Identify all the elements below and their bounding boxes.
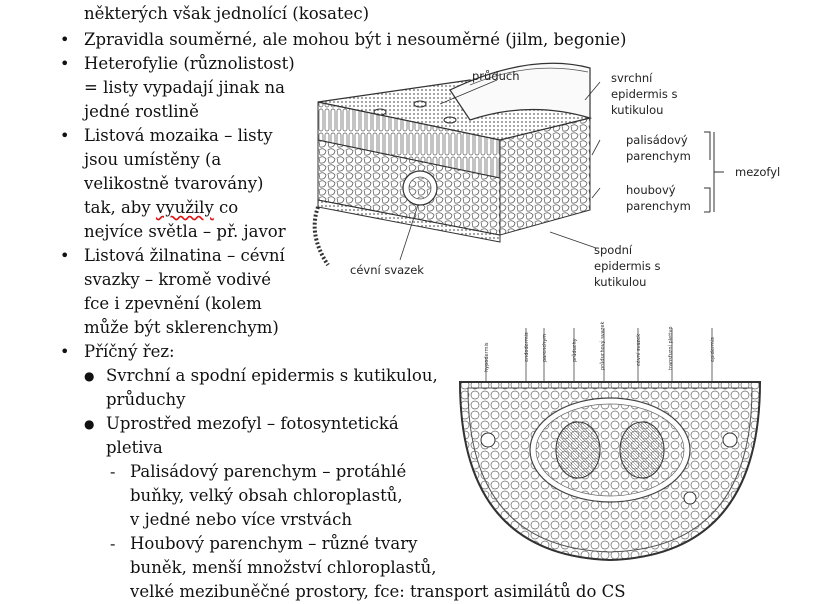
label-lower-epidermis-2: epidermis s <box>594 259 661 273</box>
bullet: • <box>60 126 70 145</box>
text-line-continued: některých však jednolící (kosatec) <box>84 4 370 23</box>
bullet-heterophylly-l3: jedné rostlině <box>84 102 199 121</box>
bullet-symmetry: Zpravidla souměrné, ale mohou být i neso… <box>84 30 627 49</box>
vascular-bundle-left <box>555 421 601 479</box>
bullet: • <box>60 30 70 49</box>
stoma-icon <box>443 116 457 124</box>
dash-palisade-l2: buňky, velký obsah chloroplastů, <box>130 486 403 505</box>
text-run: tak, aby <box>84 198 156 217</box>
bullet-mosaic-l3: velikostně tvarovány) <box>84 174 264 193</box>
spellcheck-word: využily <box>155 198 214 217</box>
dash-spongy-l1: Houbový parenchym – různé tvary <box>130 534 418 553</box>
sub-bullet: ● <box>84 369 95 383</box>
dash-palisade-l3: v jedné nebo více vrstvách <box>130 510 352 529</box>
resin-duct <box>480 432 496 448</box>
label-palisade-1: palisádový <box>626 133 688 147</box>
label-mesophyll: mezofyl <box>735 165 781 179</box>
needle-cross-section <box>458 328 762 562</box>
dash-spongy-l3: velké mezibuněčné prostory, fce: transpo… <box>130 582 626 601</box>
leaf-block-diagram <box>312 62 601 267</box>
bullet-venation-l1: Listová žilnatina – cévní <box>84 246 285 265</box>
sub-bullet: ● <box>84 417 95 431</box>
bullet-venation-l3: fce i zpevnění (kolem <box>84 294 262 313</box>
mesophyll-bracket <box>704 131 724 213</box>
stoma-icon <box>413 100 427 108</box>
dash-bullet: - <box>110 534 116 553</box>
bullet-mosaic-l1: Listová mozaika – listy <box>84 126 273 145</box>
bullet-mosaic-l5: nejvíce světla – př. javor <box>84 222 286 241</box>
lower-edge <box>312 206 330 267</box>
bullet-heterophylly-l1: Heterofylie (různolistost) <box>84 54 295 73</box>
bullet-heterophylly-l2: = listy vypadají jinak na <box>84 78 285 97</box>
label-lower-epidermis-1: spodní <box>594 243 633 257</box>
vascular-bundle-right <box>619 421 665 479</box>
label-vascular-bundle: cévní svazek <box>350 263 424 277</box>
label-lower-epidermis-3: kutikulou <box>594 275 647 289</box>
label-spongy-1: houbový <box>626 183 676 197</box>
dash-bullet: - <box>110 462 116 481</box>
label-upper-epidermis-1: svrchní <box>611 71 653 85</box>
bullet-venation-l4: může být sklerenchym) <box>84 318 279 337</box>
sub-mesophyll-l1: Uprostřed mezofyl – fotosyntetická <box>106 414 399 433</box>
sub-epidermis-l1: Svrchní a spodní epidermis s kutikulou, <box>106 366 438 385</box>
bullet: • <box>60 342 70 361</box>
cuticle-flap <box>449 62 591 121</box>
label-upper-epidermis-2: epidermis s <box>611 87 678 101</box>
label-palisade-2: parenchym <box>626 149 691 163</box>
label-upper-epidermis-3: kutikulou <box>611 103 664 117</box>
bullet-mosaic-l2: jsou umístěny (a <box>84 150 222 169</box>
lower-epidermis <box>317 199 501 243</box>
bullet-venation-l2: svazky – kromě vodivé <box>84 270 272 289</box>
dash-palisade-l1: Palisádový parenchym – protáhlé <box>130 462 407 481</box>
bullet: • <box>60 54 70 73</box>
dash-spongy-l2: buněk, menší množství chloroplastů, <box>130 558 437 577</box>
label-stoma: průduch <box>472 69 520 83</box>
resin-duct <box>722 432 738 448</box>
bullet-mosaic-l4: tak, aby využily co <box>84 196 238 220</box>
resin-duct <box>683 491 697 505</box>
label-spongy-2: parenchym <box>626 199 691 213</box>
sub-epidermis-l2: průduchy <box>106 390 186 409</box>
sub-mesophyll-l2: pletiva <box>106 438 163 457</box>
text-run: co <box>213 198 239 217</box>
bullet-cross-section: Příčný řez: <box>84 342 175 361</box>
bullet: • <box>60 246 70 265</box>
